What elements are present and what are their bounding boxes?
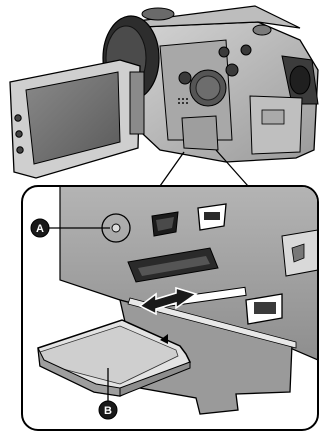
callout-a-label: A xyxy=(36,223,44,235)
zoom-lever xyxy=(142,8,174,20)
battery xyxy=(250,96,302,154)
side-button-2 xyxy=(226,64,238,76)
card-door-closed xyxy=(182,116,218,150)
side-button-1 xyxy=(179,72,191,84)
lcd-button-2 xyxy=(16,131,22,137)
zoom-detail: A B xyxy=(22,186,318,430)
lcd-button-3 xyxy=(17,147,23,153)
lcd-button-1 xyxy=(15,115,21,121)
photo-button xyxy=(253,25,271,35)
side-button-4 xyxy=(219,47,229,57)
camcorder xyxy=(10,6,318,178)
access-lamp xyxy=(112,224,120,232)
side-button-3 xyxy=(241,45,251,55)
lcd-hinge xyxy=(130,72,144,134)
callout-b-label: B xyxy=(104,405,112,417)
